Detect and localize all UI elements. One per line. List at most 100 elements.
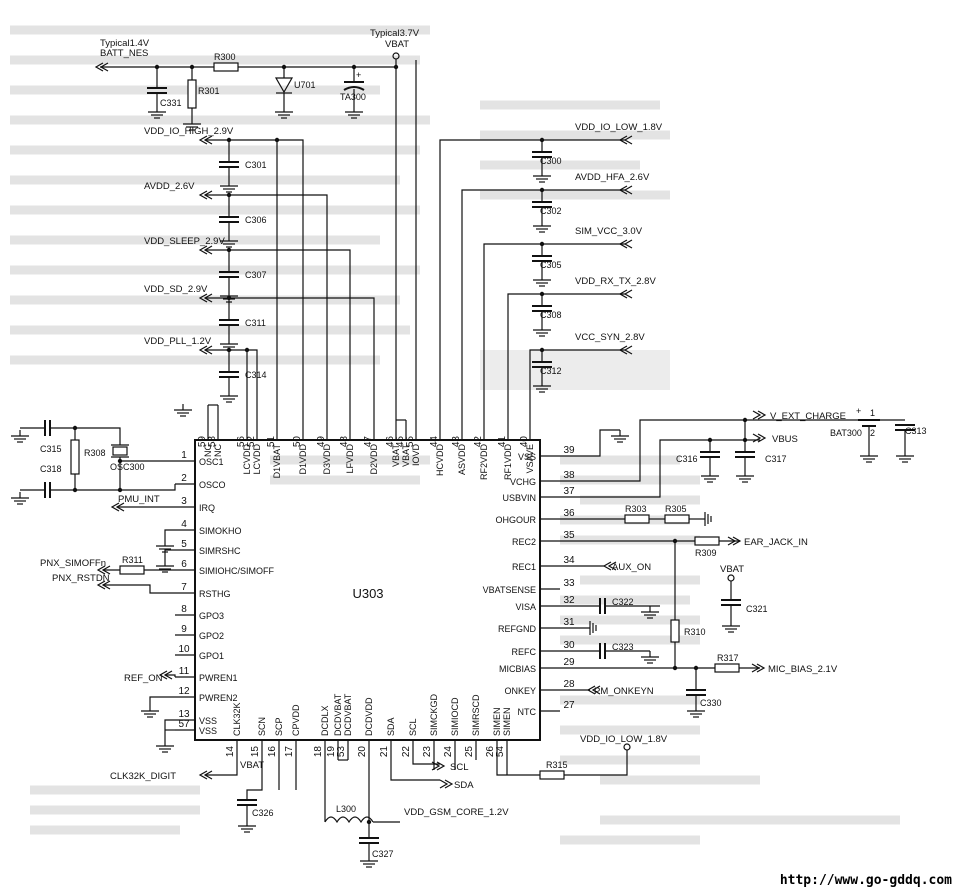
pin-number: 42 <box>473 436 484 448</box>
component-ref: 2 <box>870 428 875 438</box>
pin-name: D1VBAT <box>272 443 282 478</box>
pin-number: 38 <box>563 470 575 481</box>
pin-number: 16 <box>267 746 278 758</box>
junction <box>274 137 280 143</box>
component-ref: C327 <box>372 849 394 859</box>
wire <box>412 760 440 765</box>
pin-number: 31 <box>563 617 575 628</box>
pin-number: 44 <box>429 436 440 448</box>
component-ref: C331 <box>160 98 182 108</box>
net-label: VDD_IO_HIGH_2.9V <box>144 126 234 137</box>
pin-number: 26 <box>485 746 496 758</box>
arrow-icon <box>203 135 213 145</box>
diode-icon <box>274 77 294 94</box>
net-label: AUX_ON <box>612 562 651 573</box>
resistor-icon <box>539 770 565 780</box>
component-ref: C301 <box>245 160 267 170</box>
resistor-icon <box>187 79 197 109</box>
pin-number: 50 <box>292 436 303 448</box>
pin-name: RSTHG <box>199 589 231 599</box>
pin-number: 24 <box>443 746 454 758</box>
pin-name: CLK32K <box>232 702 242 736</box>
component-ref: BAT300 <box>830 428 862 438</box>
wire <box>149 696 175 705</box>
pin-name: IOVD <box>411 444 421 467</box>
pin-name: NC <box>203 444 213 457</box>
pin-name: SIMIOHC/SIMOFF <box>199 566 274 576</box>
net-label: VDD_RX_TX_2.8V <box>575 276 656 287</box>
supply-rail <box>507 293 625 420</box>
pin-number: 10 <box>178 644 190 655</box>
component-ref: C316 <box>676 454 698 464</box>
component-ref: C318 <box>40 464 62 474</box>
pin-number: 19 <box>326 746 337 758</box>
pin-number: 58 <box>207 436 218 448</box>
junction <box>393 64 399 70</box>
plus-sign: + <box>856 406 861 416</box>
arrow-icon <box>757 410 767 420</box>
component-ref: R305 <box>665 504 687 514</box>
wire <box>164 719 175 740</box>
pin-name: ASVDD <box>457 444 467 476</box>
pin-number: 25 <box>464 746 475 758</box>
resistor-icon <box>714 663 740 673</box>
component-ref: R317 <box>717 653 739 663</box>
arrow-icon <box>618 345 628 355</box>
net-label: SCL <box>450 762 468 773</box>
arrow-icon <box>198 245 208 255</box>
supply-rail <box>205 349 258 420</box>
arrow-icon <box>439 779 449 789</box>
supply-rail <box>205 249 351 420</box>
net-label: Typical3.7V <box>370 28 420 39</box>
pin-number: 40 <box>519 436 530 448</box>
arrow-icon <box>101 580 111 590</box>
pin-name: REC2 <box>512 537 536 547</box>
pin-number: 28 <box>563 679 575 690</box>
junction <box>72 487 78 493</box>
resistor-icon <box>664 514 690 524</box>
arrow-icon <box>444 779 454 789</box>
pin-name: VCHG <box>510 477 536 487</box>
wire <box>103 584 175 594</box>
pin-number: 55 <box>405 436 416 448</box>
resistor-icon <box>670 619 680 643</box>
arrow-icon <box>436 761 446 771</box>
net-label: PMU_INT <box>118 494 160 505</box>
pin-name: GPO3 <box>199 611 224 621</box>
pin-number: 35 <box>563 530 575 541</box>
pin-name: SIMOKHO <box>199 526 242 536</box>
net-label: MIC_BIAS_2.1V <box>768 664 838 675</box>
resistor-icon <box>624 514 650 524</box>
pin-number: 22 <box>401 746 412 758</box>
vbat-terminal <box>727 574 735 582</box>
supply-rail <box>529 349 625 420</box>
pin-name: NC <box>213 444 223 457</box>
component-ref: R309 <box>695 548 717 558</box>
pin-name: VBAT <box>401 444 411 467</box>
junction <box>742 417 748 423</box>
bg-shade <box>480 350 670 390</box>
junction <box>117 487 123 493</box>
pin-number: 17 <box>284 746 295 758</box>
resistor-icon <box>694 536 720 546</box>
pin-number: 8 <box>181 604 187 615</box>
net-label: VDD_SD_2.9V <box>144 284 208 295</box>
component-ref: C312 <box>540 366 562 376</box>
wire <box>564 750 628 776</box>
component-ref: C314 <box>245 370 267 380</box>
wire <box>246 760 263 800</box>
pin-name: GPO1 <box>199 651 224 661</box>
net-label: EAR_JACK_IN <box>744 537 808 548</box>
component-ref: TA300 <box>340 92 366 102</box>
net-label: V_EXT_CHARGE <box>770 411 846 422</box>
net-label: VDD_PLL_1.2V <box>144 336 212 347</box>
arrow-icon <box>623 135 633 145</box>
arrow-icon <box>163 670 173 680</box>
wire <box>560 439 760 498</box>
supply-rail <box>205 139 304 420</box>
pin-name: PWREN1 <box>199 673 238 683</box>
net-label: VDD_GSM_CORE_1.2V <box>404 807 509 818</box>
net-label: VDD_IO_LOW_1.8V <box>580 734 668 745</box>
pin-number: 57 <box>178 719 190 730</box>
